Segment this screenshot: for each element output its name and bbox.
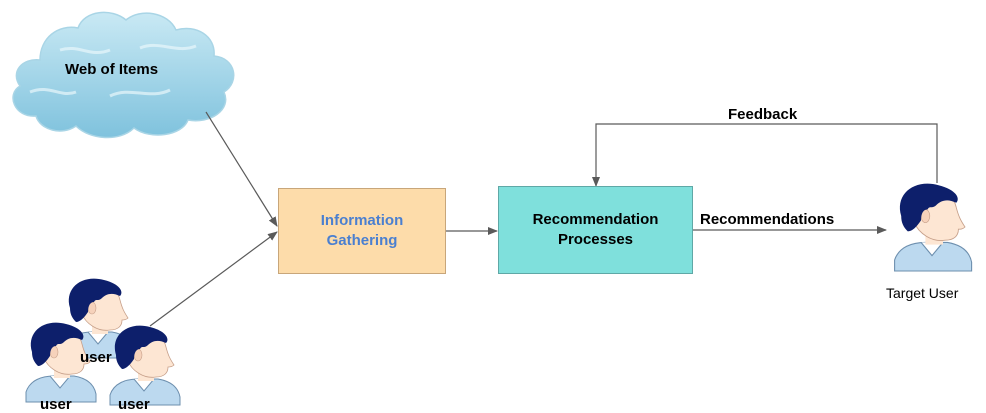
- information-gathering-box: Information Gathering: [278, 188, 446, 274]
- recommendation-processes-box: Recommendation Processes: [498, 186, 693, 274]
- edge-cloud-to-info: [205, 111, 278, 227]
- cloud-label: Web of Items: [65, 61, 159, 78]
- edge-users-to-info: [149, 231, 278, 327]
- user-label: user: [80, 349, 112, 366]
- user-label: user: [40, 396, 72, 413]
- edge-feedback-loop: [592, 123, 938, 187]
- feedback-edge-label: Feedback: [728, 106, 798, 123]
- recommendations-edge-label: Recommendations: [700, 211, 835, 228]
- information-gathering-label: Information Gathering: [320, 212, 404, 249]
- user-head-icon: [109, 325, 181, 406]
- target-user-label: Target User: [886, 285, 959, 301]
- recommendation-processes-label: Recommendation Processes: [532, 211, 659, 248]
- user-label: user: [118, 396, 150, 413]
- target-user-head-icon: [894, 183, 973, 272]
- web-of-items-cloud: [12, 11, 235, 139]
